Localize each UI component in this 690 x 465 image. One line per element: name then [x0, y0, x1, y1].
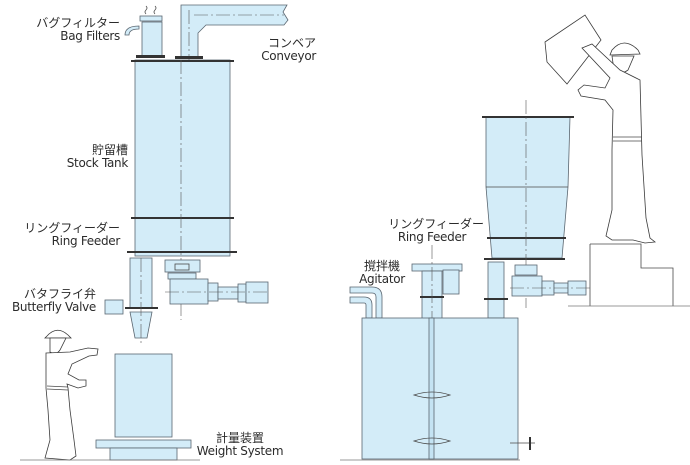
label-ring-feeder-left: リングフィーダー Ring Feeder	[20, 222, 120, 247]
label-butterfly-valve-jp: バタフライ弁	[23, 287, 96, 301]
label-bag-filters-jp: バグフィルター	[36, 16, 120, 30]
label-weight-system-jp: 計量装置	[215, 431, 264, 445]
left-operator	[44, 329, 99, 461]
hopper	[482, 100, 574, 308]
label-bag-filters: バグフィルター Bag Filters	[28, 17, 120, 42]
label-ring-feeder-left-en: Ring Feeder	[51, 233, 121, 248]
label-butterfly-valve-en: Butterfly Valve	[12, 299, 96, 314]
label-weight-system: 計量装置 Weight System	[192, 432, 288, 457]
left-ring-feeder	[164, 259, 270, 305]
label-conveyor-jp: コンベア	[267, 36, 316, 50]
bag-filter	[124, 5, 165, 58]
right-ring-feeder	[510, 264, 590, 297]
label-ring-feeder-left-jp: リングフィーダー	[24, 221, 120, 235]
label-conveyor: コンベア Conveyor	[238, 37, 316, 62]
label-stock-tank-jp: 貯留槽	[91, 143, 128, 157]
stock-tank	[127, 59, 237, 320]
butterfly-valve-chute	[104, 257, 158, 345]
label-conveyor-en: Conveyor	[261, 48, 316, 63]
label-agitator: 撹拌機 Agitator	[356, 260, 408, 285]
label-bag-filters-en: Bag Filters	[60, 28, 120, 43]
label-butterfly-valve: バタフライ弁 Butterfly Valve	[4, 288, 96, 313]
right-operator	[544, 14, 657, 244]
label-ring-feeder-right-en: Ring Feeder	[397, 229, 467, 244]
mixing-tank	[361, 317, 535, 460]
label-stock-tank: 貯留槽 Stock Tank	[56, 143, 129, 170]
platform	[568, 243, 690, 307]
label-agitator-en: Agitator	[359, 271, 405, 286]
inlet-pipes	[349, 286, 383, 319]
weight-container	[95, 353, 192, 461]
label-ring-feeder-right-jp: リングフィーダー	[388, 217, 484, 231]
label-ring-feeder-right: リングフィーダー Ring Feeder	[380, 218, 484, 243]
agitator	[411, 245, 463, 450]
label-agitator-jp: 撹拌機	[363, 259, 400, 273]
label-stock-tank-en: Stock Tank	[66, 155, 129, 170]
feed-pipe	[484, 261, 508, 319]
label-weight-system-en: Weight System	[196, 443, 284, 458]
